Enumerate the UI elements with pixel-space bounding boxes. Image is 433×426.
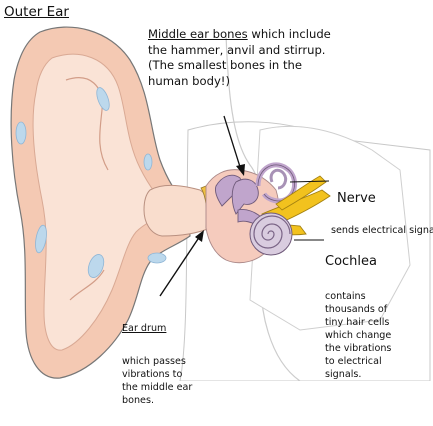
ear-drum-label: Ear drum which passes vibrations to the … (122, 304, 222, 426)
cochlea-label: Cochlea contains thousands of tiny hair … (325, 235, 431, 400)
cartilage-2 (16, 122, 26, 144)
middle-ear-bones-label: Middle ear bones which include the hamme… (148, 27, 338, 89)
cochlea-title: Cochlea (325, 254, 431, 269)
middle-ear-bones-title: Middle ear bones (148, 27, 248, 41)
nerve-title: Nerve (337, 191, 433, 206)
cochlea-description: contains thousands of tiny hair cells wh… (325, 290, 431, 381)
ear-drum-description: which passes vibrations to the middle ea… (122, 355, 222, 407)
ear-diagram: Outer Ear Middle ear bones which include… (0, 0, 433, 381)
cartilage-5 (148, 253, 166, 263)
outer-ear-label: Outer Ear (4, 4, 69, 20)
cartilage-6 (144, 154, 152, 170)
cochlea-shell (250, 213, 292, 255)
ear-drum-title: Ear drum (122, 323, 222, 335)
ear-canal (144, 185, 210, 236)
